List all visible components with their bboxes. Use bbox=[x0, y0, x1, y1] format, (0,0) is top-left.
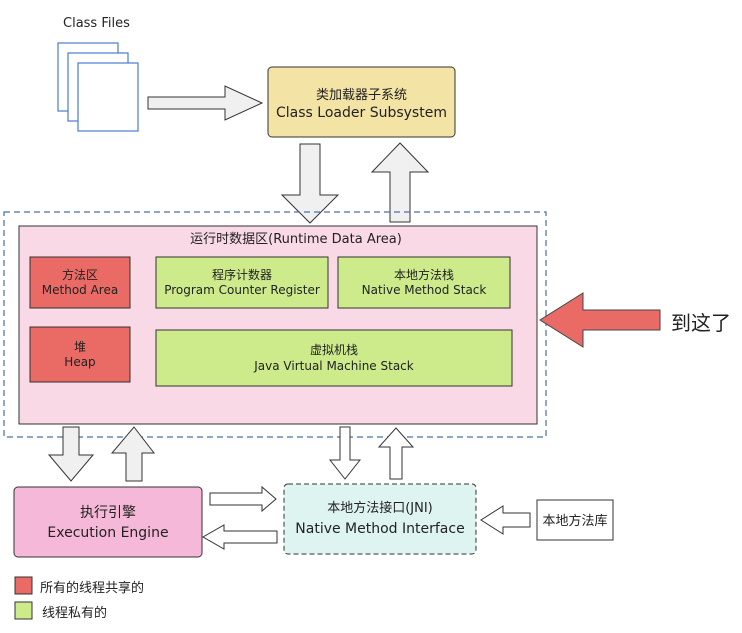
jni-line2: Native Method Interface bbox=[295, 521, 464, 537]
legend-private-swatch bbox=[14, 601, 33, 620]
class-loader-line1: 类加载器子系统 bbox=[316, 88, 407, 103]
jni-line1: 本地方法接口(JNI) bbox=[327, 500, 433, 516]
execution-engine-box bbox=[13, 486, 203, 558]
jvm-stack-line1: 虚拟机栈 bbox=[310, 342, 358, 357]
legend-shared-label: 所有的线程共享的 bbox=[40, 580, 144, 596]
jvm-stack-line2: Java Virtual Machine Stack bbox=[253, 359, 414, 373]
legend-shared-swatch bbox=[14, 576, 33, 595]
method-area-line2: Method Area bbox=[42, 283, 118, 297]
class-files-label: Class Files bbox=[63, 16, 130, 31]
arrow-engine-to-runtime bbox=[110, 426, 156, 482]
arrow-runtime-to-loader bbox=[370, 142, 430, 223]
arrow-jni-to-engine bbox=[201, 524, 278, 550]
pointer-arrow bbox=[539, 292, 661, 348]
heap-line2: Heap bbox=[64, 355, 95, 369]
arrow-lib-to-jni bbox=[480, 505, 531, 535]
pointer-label: 到这了 bbox=[671, 311, 731, 335]
class-loader-line2: Class Loader Subsystem bbox=[276, 105, 447, 121]
runtime-data-area-box bbox=[18, 225, 538, 425]
native-library-box bbox=[536, 499, 614, 541]
arrow-files-to-loader bbox=[147, 85, 264, 121]
jni-box bbox=[283, 483, 477, 555]
arrow-engine-to-jni bbox=[209, 485, 277, 513]
arrow-runtime-to-jni bbox=[328, 426, 362, 480]
arrow-jni-to-runtime bbox=[377, 427, 415, 480]
native-stack-line2: Native Method Stack bbox=[362, 283, 487, 297]
program-counter-box bbox=[155, 256, 329, 309]
execution-engine-line2: Execution Engine bbox=[47, 525, 168, 541]
arrow-runtime-to-engine bbox=[47, 426, 95, 482]
runtime-dashed-frame bbox=[3, 211, 547, 438]
method-area-line1: 方法区 bbox=[62, 267, 98, 282]
arrow-loader-to-runtime bbox=[280, 143, 340, 224]
method-area-box bbox=[29, 256, 131, 309]
jvm-stack-box bbox=[155, 329, 513, 387]
class-loader-box bbox=[267, 66, 456, 138]
program-counter-line1: 程序计数器 bbox=[212, 267, 272, 282]
native-stack-line1: 本地方法栈 bbox=[394, 267, 454, 282]
native-library-label: 本地方法库 bbox=[542, 513, 607, 529]
native-stack-box bbox=[337, 256, 511, 309]
heap-line1: 堆 bbox=[74, 340, 86, 354]
class-files-icon bbox=[57, 42, 139, 132]
legend-private-label: 线程私有的 bbox=[42, 605, 107, 621]
runtime-data-area-title: 运行时数据区(Runtime Data Area) bbox=[190, 232, 402, 247]
execution-engine-line1: 执行引擎 bbox=[80, 505, 136, 521]
heap-box bbox=[29, 326, 131, 383]
program-counter-line2: Program Counter Register bbox=[164, 283, 320, 297]
